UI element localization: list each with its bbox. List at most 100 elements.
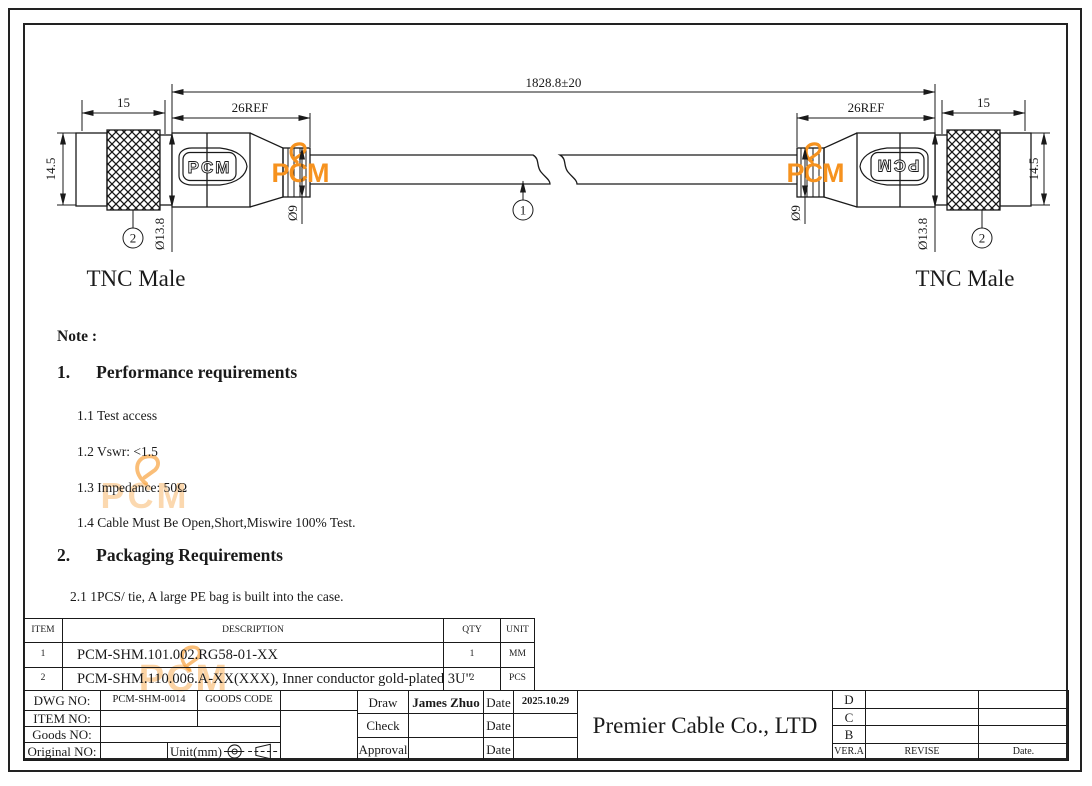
pcm-logo-engraved: PCM [178, 147, 248, 186]
spare-cell [280, 710, 358, 761]
bom-row2-qty: 2 [443, 667, 501, 691]
note-item-1-1: 1.1 Test access [77, 408, 158, 423]
approval-name [408, 737, 484, 761]
balloon-2-left [122, 227, 144, 249]
note-item-1-3: 1.3 Impedance: 50Ω [77, 480, 188, 495]
coupling-tip [999, 132, 1032, 207]
goods-no-value [100, 726, 281, 743]
knurled-nut [106, 129, 161, 211]
section-2-number: 2. [57, 545, 71, 565]
check-name [408, 713, 484, 738]
bom-row1-qty: 1 [443, 642, 501, 668]
section-1-title: Performance requirements [96, 362, 298, 382]
connector-left [75, 129, 311, 211]
section-2-title: Packaging Requirements [96, 545, 283, 565]
section-2-heading: 2. Packaging Requirements [57, 545, 283, 566]
note-item-1-2: 1.2 Vswr: <1.5 [77, 444, 158, 459]
dim-26ref-right: 26REF [848, 100, 885, 115]
rev-date-label: Date. [978, 743, 1069, 761]
bom-row2-item: 2 [23, 667, 63, 691]
original-no-value [100, 742, 168, 761]
check-label: Check [357, 713, 409, 738]
balloon-2-left-number: 2 [130, 231, 137, 246]
dwg-no-value: PCM-SHM-0014 [100, 690, 198, 711]
approval-date-value [513, 737, 578, 761]
approval-date-label: Date [483, 737, 514, 761]
connector-label-right: TNC Male [915, 266, 1014, 291]
note-item-2-1: 2.1 1PCS/ tie, A large PE bag is built i… [70, 589, 344, 604]
dim-14-5-left: 14.5 [43, 158, 58, 181]
section-1-number: 1. [57, 362, 71, 382]
rev-row-d: D [832, 690, 866, 709]
svg-text:PCM: PCM [272, 158, 329, 188]
rev-row-c-date [978, 708, 1069, 726]
goods-code-label: GOODS CODE [197, 690, 281, 711]
balloon-2-right [971, 227, 993, 249]
connector-body [856, 132, 936, 208]
target-symbol [227, 744, 242, 759]
notes-heading: Note : [57, 328, 98, 345]
bom-row1-item: 1 [23, 642, 63, 668]
bom-header-qty: QTY [443, 618, 501, 643]
bom-row2-description: PCM-SHM.110.006.A-XX(XXX), Inner conduct… [62, 667, 471, 691]
dim-15-right: 15 [977, 95, 990, 110]
goods-no-label: Goods NO: [23, 726, 101, 743]
approval-label: Approval [357, 737, 409, 761]
company-name: Premier Cable Co., LTD [577, 690, 833, 761]
dim-d9-right: Ø9 [788, 205, 803, 221]
pcm-logo-orange-right: PCM [787, 142, 845, 188]
dim-d13-8-right: Ø13.8 [915, 218, 930, 250]
section-1-heading: 1. Performance requirements [57, 362, 297, 383]
rev-row-c-desc [865, 708, 979, 726]
bom-row1-description: PCM-SHM.101.002.RG58-01-XX [62, 642, 444, 668]
dim-26ref-left: 26REF [232, 100, 269, 115]
rev-row-b-desc [865, 725, 979, 744]
check-date-label: Date [483, 713, 514, 738]
balloon-2-right-number: 2 [979, 231, 986, 246]
bom-header-item: ITEM [23, 618, 63, 643]
svg-text:PCM: PCM [188, 158, 232, 177]
dim-14-5-right: 14.5 [1026, 158, 1041, 181]
goods-code-value [280, 690, 358, 711]
draw-date-value: 2025.10.29 [513, 690, 578, 714]
item-no-label: ITEM NO: [23, 710, 101, 727]
strain-relief [796, 147, 825, 198]
item-no-extra [197, 710, 281, 727]
sheet-inner-border [23, 23, 1068, 760]
dwg-no-label: DWG NO: [23, 690, 101, 711]
dim-15-left: 15 [117, 95, 130, 110]
coupling-tip [75, 132, 108, 207]
note-item-1-4: 1.4 Cable Must Be Open,Short,Miswire 100… [77, 515, 356, 530]
rev-row-b-date [978, 725, 1069, 744]
connector-body [171, 132, 251, 208]
collar [934, 134, 948, 206]
unit-label: Unit(mm) [170, 744, 222, 759]
draw-name: James Zhuo [408, 690, 484, 714]
dim-d13-8-left: Ø13.8 [152, 218, 167, 250]
check-date-value [513, 713, 578, 738]
connector-label-left: TNC Male [86, 266, 185, 291]
bom-header-unit: UNIT [500, 618, 535, 643]
dimension-labels: 15 15 26REF 26REF 1828.8±20 14.5 14.5 Ø1… [43, 75, 1041, 291]
rev-row-b: B [832, 725, 866, 744]
dim-overall-length: 1828.8±20 [526, 75, 582, 90]
bom-row1-unit: MM [500, 642, 535, 668]
bom-row2-unit: PCS [500, 667, 535, 691]
cone-symbol [255, 743, 271, 760]
strain-relief [282, 147, 311, 198]
dimension-lines [57, 84, 1050, 252]
rev-ver-label: VER.A [832, 743, 866, 761]
unit-cell: Unit(mm) [167, 742, 281, 761]
svg-text:PCM: PCM [787, 158, 844, 188]
projection-symbol [224, 743, 279, 760]
rev-row-c: C [832, 708, 866, 726]
draw-date-label: Date [483, 690, 514, 714]
balloon-1-cable [512, 199, 534, 221]
rev-row-d-date [978, 690, 1069, 709]
pcm-watermark-bom: PCM [139, 645, 227, 700]
dim-d9-left: Ø9 [285, 205, 300, 221]
rev-revise-label: REVISE [865, 743, 979, 761]
original-no-label: Original NO: [23, 742, 101, 761]
draw-label: Draw [357, 690, 409, 714]
